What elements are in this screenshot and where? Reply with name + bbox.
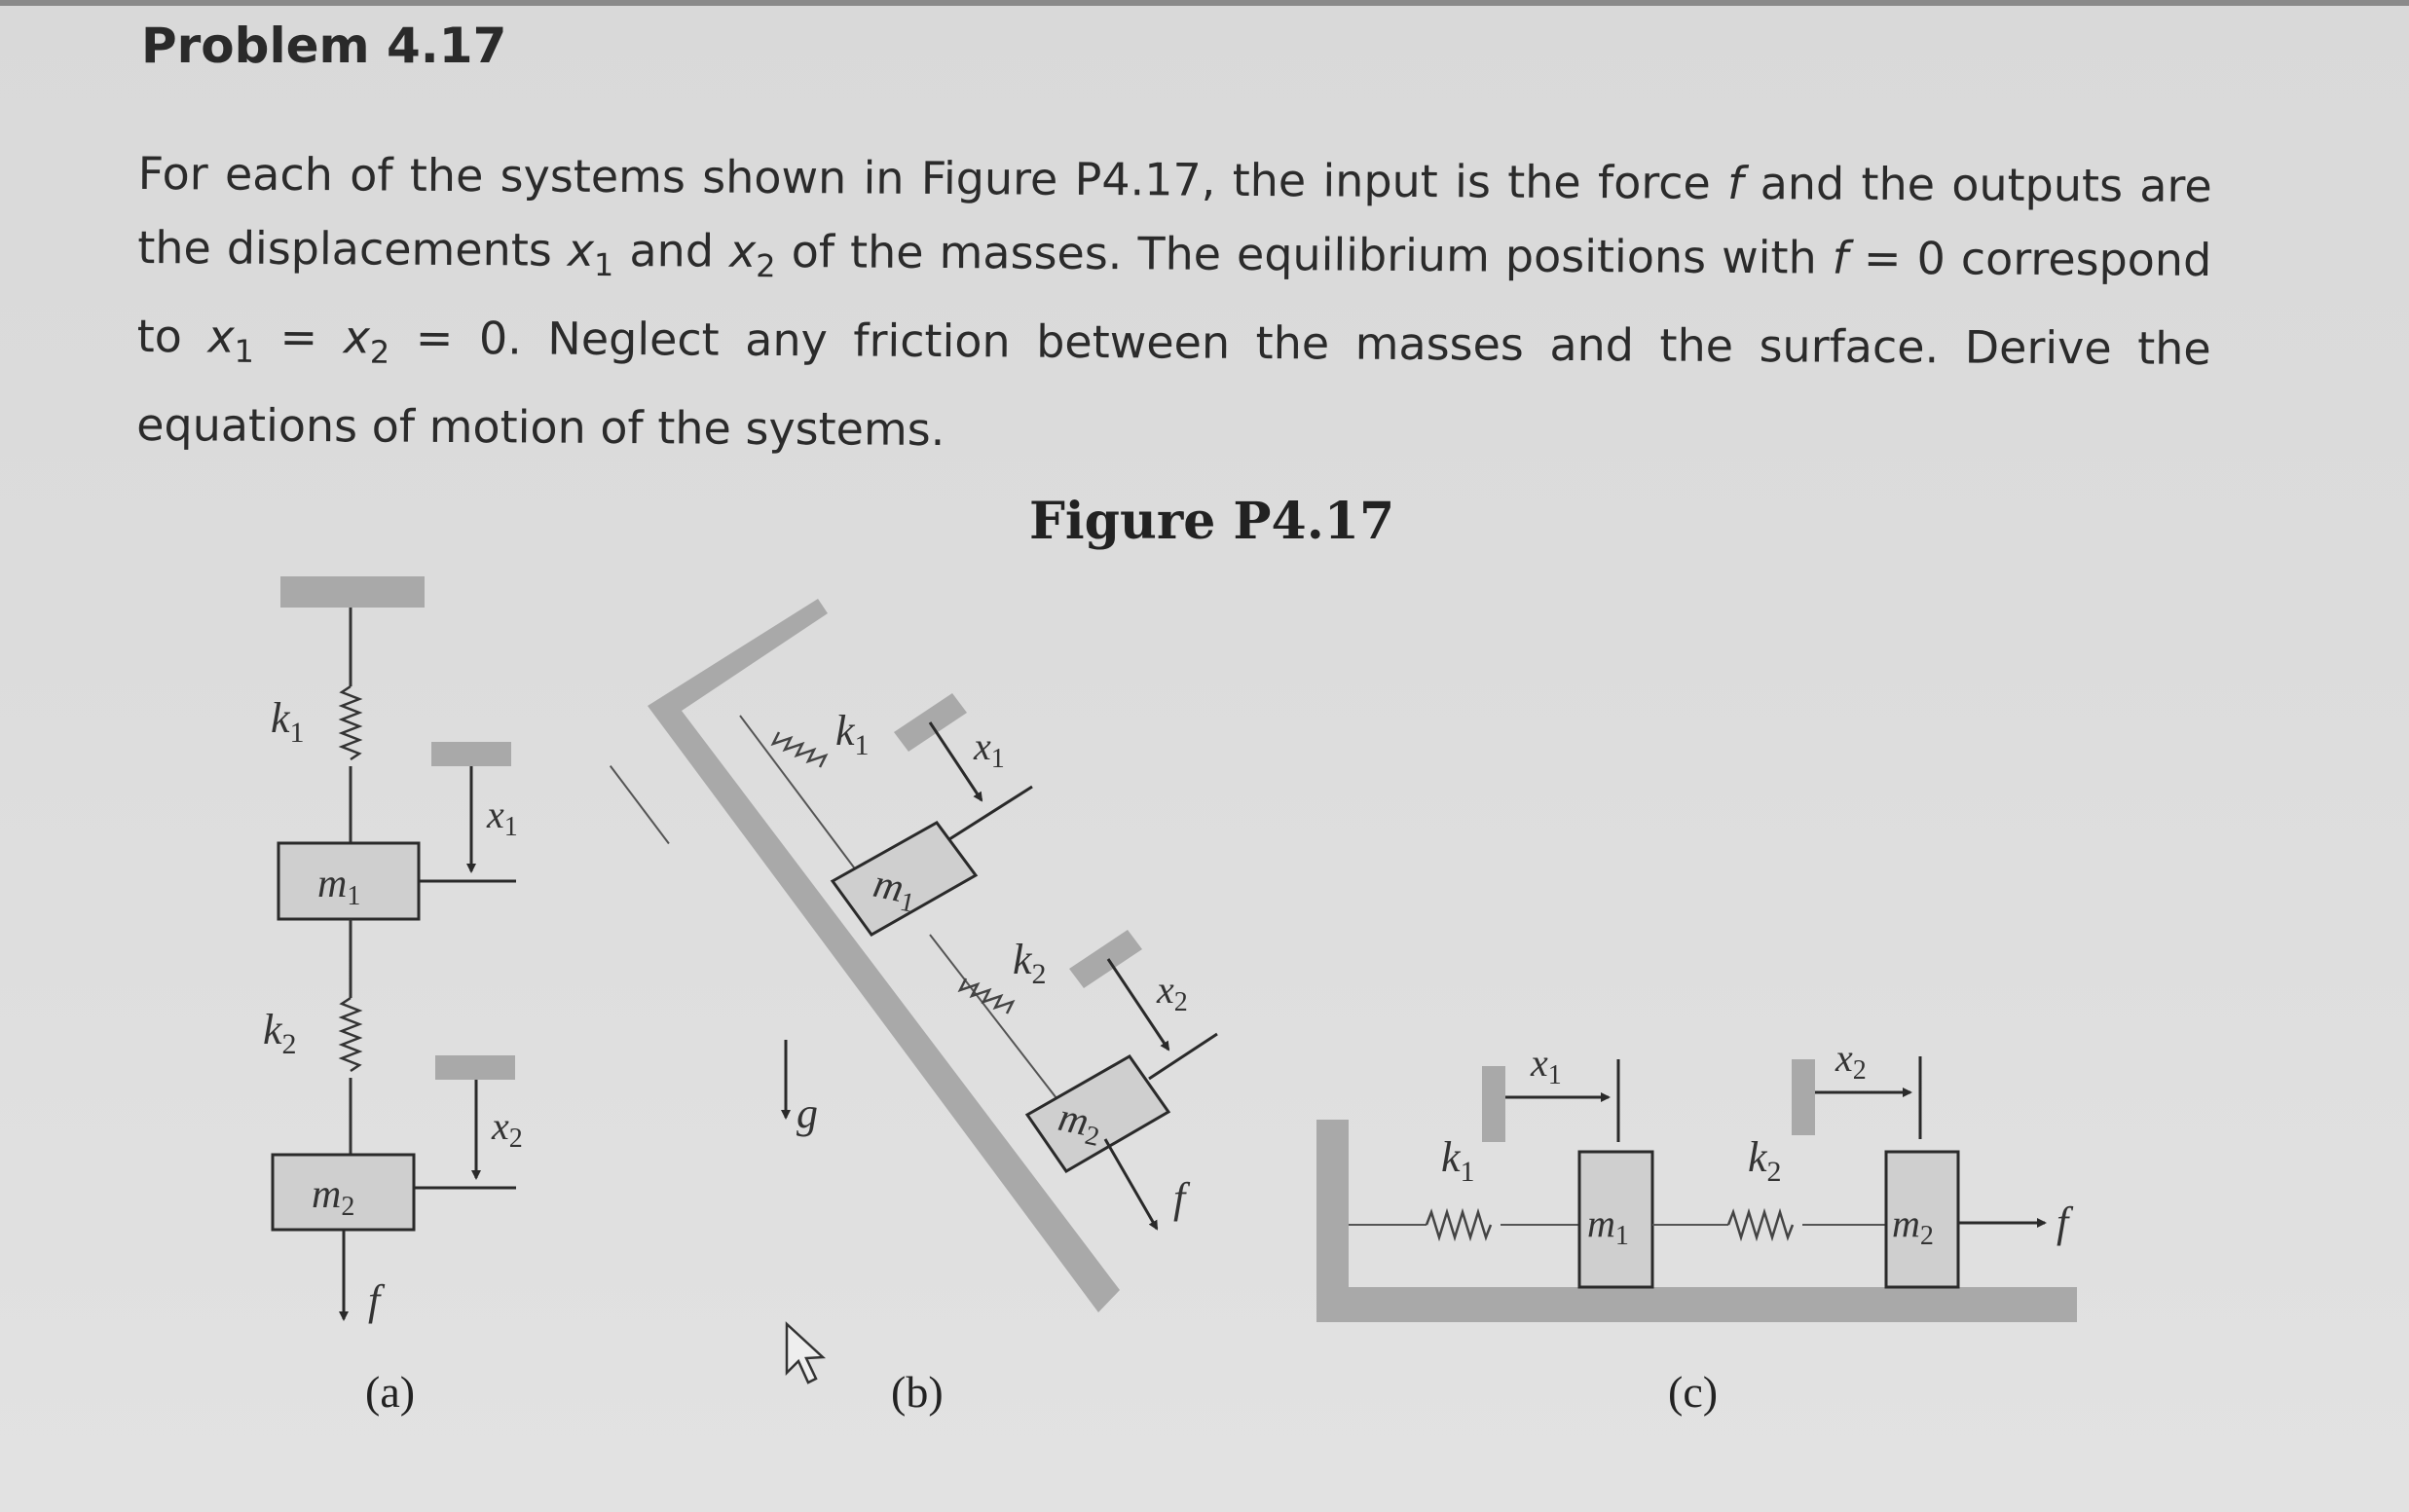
problem-title: Problem 4.17 <box>141 18 507 74</box>
label-m2: m2 <box>312 1172 354 1222</box>
panel-label-a: (a) <box>365 1367 415 1417</box>
panel-b: g k1 m1 x1 k2 m2 f <box>609 599 1218 1417</box>
label-g: g <box>797 1089 818 1137</box>
ref-tick-x1 <box>948 785 1033 841</box>
spring-k2 <box>338 996 363 1073</box>
label-k2: k2 <box>1013 936 1047 990</box>
spring-k1 <box>1425 1207 1493 1242</box>
figure-caption: Figure P4.17 <box>1029 492 1395 551</box>
label-m1: m1 <box>1587 1201 1629 1251</box>
mass-m1 <box>1577 1150 1654 1289</box>
ref-bar-x2 <box>1792 1059 1815 1135</box>
spring-k1 <box>770 731 829 768</box>
label-k1: k1 <box>835 707 870 761</box>
mass-m2 <box>271 1153 416 1232</box>
label-f: f <box>1173 1174 1191 1222</box>
label-x1: x1 <box>973 724 1005 774</box>
panel-c: k1 m1 x1 k2 m2 x2 f (c) <box>1316 1036 2077 1417</box>
ref-bar-x1 <box>431 742 511 766</box>
spring-k1 <box>338 684 363 761</box>
mass-m1 <box>277 841 421 921</box>
panel-a: k1 m1 k2 m2 f x1 x2 (a) <box>263 576 523 1417</box>
spring-k1-line <box>609 765 670 845</box>
ref-line-x1 <box>928 721 983 802</box>
mass-m2 <box>1884 1150 1960 1289</box>
label-m2: m2 <box>1892 1201 1934 1251</box>
spring-k2-rod <box>929 934 1057 1099</box>
label-m1: m1 <box>317 862 360 911</box>
mass-m2 <box>1024 1054 1171 1173</box>
spring-k1-rod <box>739 715 858 872</box>
ref-bar-x1 <box>1482 1066 1505 1142</box>
cursor-icon <box>785 1321 827 1384</box>
ref-bar-x2 <box>435 1055 515 1080</box>
ref-tick-x2 <box>1148 1032 1218 1081</box>
label-x2: x2 <box>491 1104 523 1154</box>
label-k1: k1 <box>271 694 305 749</box>
label-x2: x2 <box>1156 968 1188 1017</box>
panel-label-c: (c) <box>1668 1367 1718 1417</box>
label-f: f <box>2057 1199 2074 1246</box>
ref-bar-x2 <box>1069 930 1142 988</box>
force-arrow-f <box>1103 1138 1159 1231</box>
label-f: f <box>368 1276 386 1324</box>
top-border <box>0 0 2409 6</box>
ground-wall <box>1316 1120 2077 1322</box>
label-x1: x1 <box>486 793 518 842</box>
label-k2: k2 <box>1748 1133 1782 1188</box>
panel-label-b: (b) <box>891 1367 944 1417</box>
spring-k2 <box>1726 1207 1795 1242</box>
label-k1: k1 <box>1441 1133 1475 1188</box>
label-x1: x1 <box>1530 1041 1562 1090</box>
label-x2: x2 <box>1835 1036 1867 1086</box>
ref-line-x2 <box>1106 958 1170 1051</box>
ceiling-support <box>280 576 425 608</box>
incline-wall <box>648 599 1120 1312</box>
label-k2: k2 <box>263 1006 297 1060</box>
mass-m1 <box>830 821 979 937</box>
spring-k2 <box>957 977 1016 1014</box>
